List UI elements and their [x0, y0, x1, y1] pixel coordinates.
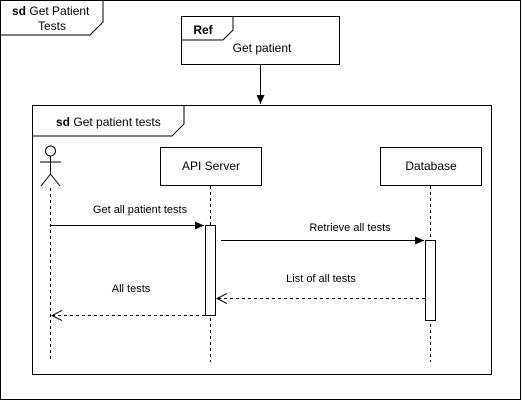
ref-frame-label: Get patient: [233, 41, 292, 55]
message-all-tests-label: All tests: [112, 283, 151, 295]
api-server-box: [160, 147, 262, 186]
api-server-activation: [205, 225, 216, 316]
actor-left-leg: [40, 173, 51, 187]
inner-frame-tab: [32, 105, 185, 137]
actor-head: [45, 145, 56, 157]
message-get-all-patient-tests-label: Get all patient tests: [93, 204, 188, 216]
ref-frame: Ref Get patient: [181, 16, 340, 65]
outer-frame-title-line2: Tests: [38, 19, 66, 33]
database-participant: Database: [380, 147, 482, 186]
database-activation: [425, 240, 436, 321]
outer-frame-title-line1: sd Get Patient: [12, 4, 90, 18]
actor-right-leg: [50, 173, 61, 187]
database-label: Database: [405, 159, 457, 173]
api-server-label: API Server: [182, 159, 240, 173]
ref-frame-keyword: Ref: [193, 23, 213, 37]
api-server-participant: API Server: [160, 147, 262, 186]
ref-frame-tab: [181, 16, 234, 41]
inner-frame-title: sd Get patient tests: [56, 115, 161, 129]
message-list-of-all-tests-label: List of all tests: [286, 273, 356, 285]
database-box: [380, 147, 482, 186]
outer-frame-tab: [0, 0, 104, 36]
message-retrieve-all-tests-label: Retrieve all tests: [309, 222, 391, 234]
inner-sd-frame: sd Get patient tests: [32, 105, 492, 375]
actor-figure: [40, 145, 61, 187]
